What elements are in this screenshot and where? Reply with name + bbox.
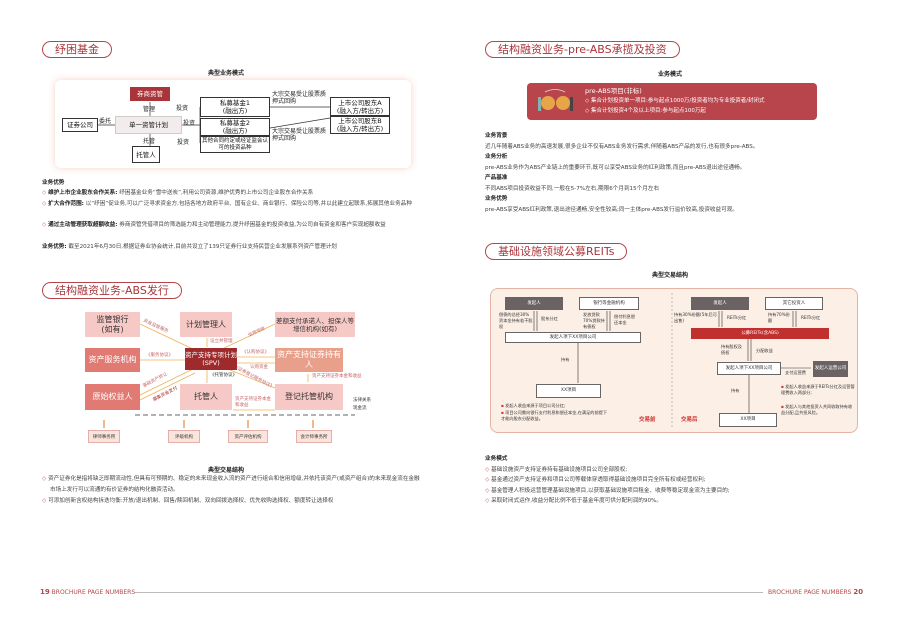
summary-line: 业务优势: 截至2021年6月30日,根据证券业协会统计,目前共设立了139只证… xyxy=(42,244,337,250)
after-reits: 公募REITs(含ABS) xyxy=(691,328,829,339)
edge-block-trade-1: 大宗交易受让股票质押式回购 xyxy=(272,91,327,105)
abs-bullet-1: ◇ 资产证券化是指将缺乏即期流动性,但具有可预期的、稳定的未来现金收入流的资产进… xyxy=(42,476,420,493)
node-private-fund-1: 私募基金1 (融出方) xyxy=(200,97,270,117)
footer-rule xyxy=(135,592,763,593)
before-l3: 发放贷款70%贷款持有债权 xyxy=(583,312,605,329)
after-l4: REITs分红 xyxy=(801,315,821,320)
edge-label: 设立并管理 xyxy=(210,339,233,344)
before-bank: 银行等金融机构 xyxy=(579,297,639,310)
node-custodian: 托管人 xyxy=(132,146,160,163)
banner-item-2: ◇ 集合计划投资4个及以上项目:参与起点100万起 xyxy=(585,108,706,114)
node-broker-am: 券商资管 xyxy=(130,87,170,101)
after-label: 交易后 xyxy=(681,417,698,423)
edge-block-trade-2: 大宗交易受让股票质押式回购 xyxy=(272,128,327,142)
pre-abs-caption: 业务模式 xyxy=(658,71,683,78)
banner-title: pre-ABS项目(非标) xyxy=(585,87,642,95)
after-company: 发起人项下XX项目公司 xyxy=(717,362,781,375)
legend-legal: 法律关系 xyxy=(353,398,371,403)
node-registry: 登记托管机构 xyxy=(275,384,343,410)
advantages-heading: 业务优势 xyxy=(42,180,65,186)
before-l1: 偿债的总经30%资本金持有若干股权 xyxy=(499,312,533,329)
after-l1: 持有30%份额(5年后可出售) xyxy=(674,312,717,323)
before-l2: 股东分红 xyxy=(541,316,558,321)
node-originator: 原始权益人 xyxy=(85,384,140,410)
edge-invest-3: 投资 xyxy=(177,139,190,146)
before-sponsor: 发起人 xyxy=(505,297,563,310)
after-l3: 持有70%份额 xyxy=(768,312,790,323)
node-spv: 资产支持专项计划(SPV) xyxy=(185,348,237,370)
node-guarantor: 差额支付承诺人、担保人等增信机构(如有) xyxy=(275,312,355,337)
after-note-1: ▪ 发起人收益来源于REITs分红及运营管理费收入两部分; xyxy=(781,384,855,395)
legend-cash: 现金流 xyxy=(353,406,367,411)
edge-entrust: 委托 xyxy=(99,118,112,125)
after-project: XX项目 xyxy=(719,413,777,427)
advantage-2: ◇ 扩大合作范围: 以“纾困”促业务,可以广泛寻求资金方,包括各地方政府平台、国… xyxy=(42,201,412,207)
after-opco: 发起人运营公司 xyxy=(813,361,848,377)
before-own: 持有 xyxy=(561,357,570,362)
reits-mode: 业务模式 ◇ 基础设施资产支持证券持有基础设施项目公司全部股权; ◇ 基金通过资… xyxy=(485,456,730,504)
reits-arrows xyxy=(533,293,811,429)
before-company: 发起人项下XX项目公司 xyxy=(505,332,641,343)
node-supervising-bank: 监管银行 (如有) xyxy=(85,312,140,337)
node-private-fund-2: 私募基金2 (融出方) xyxy=(200,118,270,136)
node-securities-co: 证券公司 xyxy=(62,118,98,132)
advantage-1: ◇ 维护上市企业股东合作关系: 纾困基金业务“雪中送炭”,利用公司资源,维护优秀… xyxy=(42,190,314,196)
advantage-3: ◇ 通过主动管理获取超额收益: 券商资管凭借项目的筛选能力和主动管理能力,提升纾… xyxy=(42,222,386,228)
diagram-caption: 典型业务模式 xyxy=(208,70,245,77)
edge-label: 资产支持证券本金和收益 xyxy=(235,397,271,408)
pre-abs-banner: pre-ABS项目(非标) ◇ 集合计划投资单一项目:参与起点1000万/投资者… xyxy=(527,83,817,120)
section-title-reits: 基础设施领域公募REITs xyxy=(485,243,628,260)
after-own: 持有 xyxy=(731,388,740,393)
section-title-bailout-fund: 纾困基金 xyxy=(42,41,112,58)
after-l7: 支付运营费 xyxy=(785,370,806,375)
before-note-1: ▪ 发起人收益来源于项目公司分红; xyxy=(501,403,566,408)
after-sponsor: 发起人 xyxy=(691,297,749,310)
edge-invest-1: 投资 xyxy=(176,105,189,112)
node-holder-b: 上市公司股东B (融入方/转出方) xyxy=(330,116,390,134)
service-law-firm: 律师事务所 xyxy=(88,430,120,443)
node-holder-a: 上市公司股东A (融入方/转出方) xyxy=(330,97,390,116)
after-other-investors: 其它投资人 xyxy=(765,297,823,310)
edge-label: 《托管协议》 xyxy=(210,373,237,378)
before-project: XX项目 xyxy=(536,384,601,398)
abs-diagram: 监管银行 (如有) 计划管理人 差额支付承诺人、担保人等增信机构(如有) 资产服… xyxy=(80,310,380,450)
section-title-abs: 结构融资业务-ABS发行 xyxy=(42,282,182,299)
reits-diagram: 发起人 银行等金融机构 偿债的总经30%资本金持有若干股权 股东分红 发放贷款7… xyxy=(490,288,858,433)
before-note-2: ▪ 项目公司需向银行支付利息和偿还本金,在满足的前提下才能向股东分配收益。 xyxy=(501,410,608,421)
edge-custody: 托管 xyxy=(143,138,156,145)
coins-illustration-icon xyxy=(538,89,573,111)
footer-right: BROCHURE PAGE NUMBERS 20 xyxy=(768,588,864,596)
abs-arrows xyxy=(103,323,355,428)
after-note-2: ▪ 发起人与其他投资人共同收取持有收益分配,且共担风险。 xyxy=(781,404,853,415)
service-rating-agency: 评级机构 xyxy=(168,430,200,443)
before-label: 交易前 xyxy=(639,417,656,423)
before-l4: 偿付利息偿还本金 xyxy=(614,314,635,325)
node-plan-manager: 计划管理人 xyxy=(180,312,232,337)
edge-invest-2: 投资 xyxy=(183,120,196,127)
service-accounting: 会计师事务所 xyxy=(296,430,332,443)
reits-caption: 典型交易结构 xyxy=(652,272,689,279)
after-l6: 分配收益 xyxy=(756,348,773,353)
service-appraisal: 资产评估机构 xyxy=(228,430,268,443)
edge-label: 资产支持证券本金和收益 xyxy=(312,374,362,379)
section-title-pre-abs: 结构融资业务-pre-ABS承揽及投资 xyxy=(485,41,680,58)
node-single-plan: 单一资管计划 xyxy=(115,116,182,134)
node-other-products: 其他合同约定或经证监会认可的投资品种 xyxy=(200,136,270,153)
abs-caption: 典型交易结构 xyxy=(208,467,245,474)
edge-label: 《服务协议》 xyxy=(146,353,173,358)
footer-left: 19 BROCHURE PAGE NUMBERS xyxy=(40,588,136,596)
after-l2: REITs分红 xyxy=(727,315,747,320)
pre-abs-text: 业务背景近几年随着ABS业务的高速发展,很多企业不仅有ABS业务发行需求,伴随着… xyxy=(485,133,759,213)
edge-label: 《认购协议》 xyxy=(242,350,269,355)
node-servicer: 资产服务机构 xyxy=(85,348,140,372)
after-l5: 持有股权及债权 xyxy=(721,344,742,355)
banner-item-1: ◇ 集合计划投资单一项目:参与起点1000万/投资者均为专业投资者/封闭式 xyxy=(585,98,765,104)
edge-label: 认购资金 xyxy=(250,365,268,370)
edge-manage: 管理 xyxy=(143,106,156,113)
node-trustee: 托管人 xyxy=(180,384,232,410)
node-security-holders: 资产支持证券持有人 xyxy=(275,348,343,372)
abs-bullet-2: ◇ 可添加创新含权结构拆迭均衡:开放/退出机制、回售/赎回机制、双向回拨选择权、… xyxy=(42,498,334,504)
bailout-diagram: 券商资管 管理 证券公司 委托 单一资管计划 托管 托管人 投资 投资 投资 私… xyxy=(55,80,411,168)
